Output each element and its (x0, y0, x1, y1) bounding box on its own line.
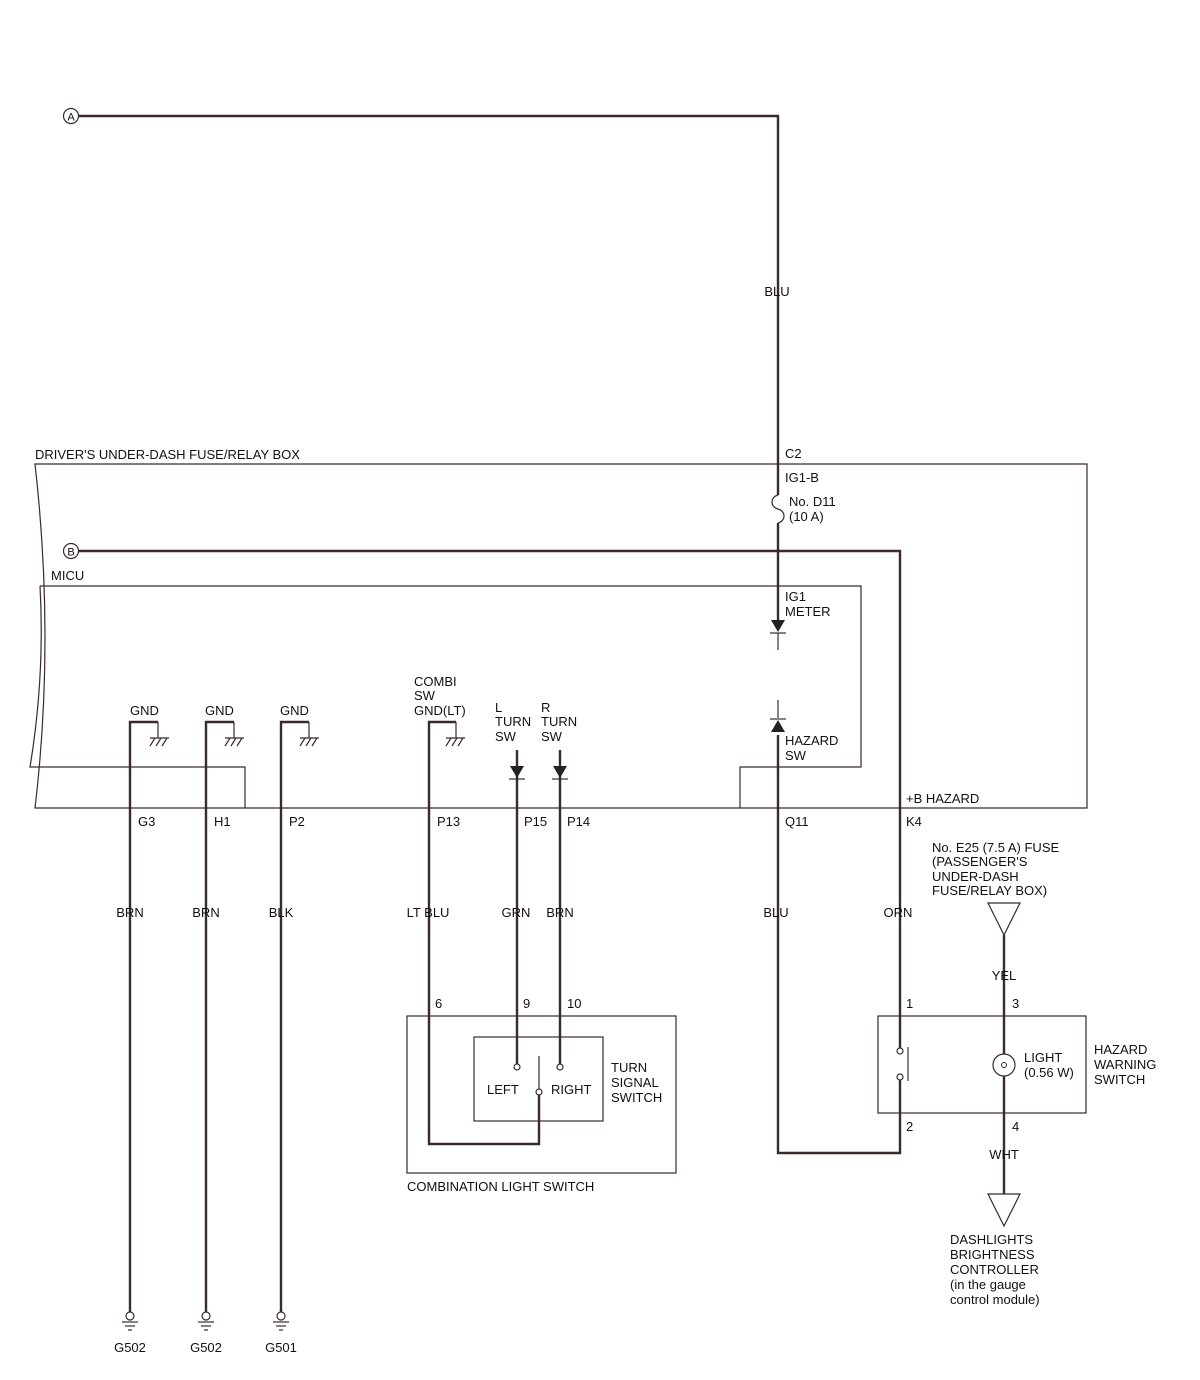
svg-text:B: B (67, 547, 74, 559)
hazard-warning-switch-box (877, 1015, 1087, 1114)
l-turn-label-3: SW (495, 729, 517, 744)
pin-hz1: 1 (906, 996, 913, 1011)
combination-switch-title: COMBINATION LIGHT SWITCH (407, 1179, 594, 1194)
pin-k4: K4 (906, 814, 922, 829)
diode-r-turn-icon (552, 766, 568, 780)
chassis-ground-icon (149, 722, 465, 747)
dashlights-label-2: BRIGHTNESS (950, 1247, 1035, 1262)
fuse-e25-label-3: UNDER-DASH (932, 869, 1019, 884)
hazard-switch-label-3: SWITCH (1094, 1072, 1145, 1087)
hazard-switch-label: HAZARD (1094, 1042, 1147, 1057)
fuse-d11-label: No. D11 (789, 494, 836, 509)
combi-gnd-label: COMBI (414, 674, 457, 689)
dashlights-label: DASHLIGHTS (950, 1232, 1033, 1247)
ig1-meter-label: IG1 (785, 589, 806, 604)
pin-q11: Q11 (785, 814, 809, 829)
blu-top-wire-label: BLU (764, 284, 789, 299)
r-turn-label-3: SW (541, 729, 563, 744)
pin-hz4: 4 (1012, 1119, 1019, 1134)
ground-wires (128, 720, 309, 1312)
l-turn-label-2: TURN (495, 714, 531, 729)
pin-sw10: 10 (567, 996, 581, 1011)
diode-ig1-meter-icon (770, 620, 786, 650)
wire-color-k4: ORN (884, 905, 913, 920)
wire-color-p13: LT BLU (407, 905, 450, 920)
hazard-switch-label-2: WARNING (1094, 1057, 1156, 1072)
hazard-contact-icon (896, 1047, 909, 1081)
fuse-box-title: DRIVER'S UNDER-DASH FUSE/RELAY BOX (35, 447, 300, 462)
pin-p13: P13 (437, 814, 460, 829)
connector-a-icon: A (62, 107, 80, 125)
turn-switch-label-2: SIGNAL (611, 1075, 659, 1090)
diode-l-turn-icon (509, 766, 525, 780)
dashlights-triangle-icon (987, 1193, 1021, 1228)
turn-switch-label-3: SWITCH (611, 1090, 662, 1105)
ground-g502-b: G502 (190, 1340, 222, 1355)
light-label: LIGHT (1024, 1050, 1062, 1065)
pin-p15: P15 (524, 814, 547, 829)
connector-b-icon: B (62, 542, 80, 560)
fuse-e25-label: No. E25 (7.5 A) FUSE (932, 840, 1059, 855)
b-hazard-wire (78, 549, 902, 1048)
fuse-relay-box-outline (34, 463, 1088, 809)
dashlights-label-3: CONTROLLER (950, 1262, 1039, 1277)
fuse-power-triangle-icon (987, 902, 1021, 937)
dashlights-label-4: (in the gauge (950, 1277, 1026, 1292)
r-turn-label-2: TURN (541, 714, 577, 729)
light-bulb-icon (992, 1053, 1016, 1077)
combi-gnd-label-2: SW (414, 688, 436, 703)
combi-gnd-wire (427, 720, 541, 1146)
turn-signal-contacts-icon (513, 1056, 564, 1096)
hazard-sw-label-2: SW (785, 748, 807, 763)
wire-color-p14: BRN (546, 905, 573, 920)
turn-switch-label: TURN (611, 1060, 647, 1075)
pin-p2: P2 (289, 814, 305, 829)
wire-color-q11: BLU (763, 905, 788, 920)
blu-ig1b-wire (78, 114, 780, 620)
light-rating-label: (0.56 W) (1024, 1065, 1074, 1080)
pin-sw9: 9 (523, 996, 530, 1011)
wire-color-wht: WHT (989, 1147, 1019, 1162)
ground-terminal-icon (122, 1311, 289, 1331)
gnd-label-1: GND (130, 703, 159, 718)
fuse-e25-label-2: (PASSENGER'S (932, 854, 1028, 869)
gnd-label-2: GND (205, 703, 234, 718)
pin-p14: P14 (567, 814, 590, 829)
b-hazard-label: +B HAZARD (906, 791, 979, 806)
pin-hz2: 2 (906, 1119, 913, 1134)
switch-left-label: LEFT (487, 1082, 519, 1097)
pin-h1: H1 (214, 814, 231, 829)
ground-g502-a: G502 (114, 1340, 146, 1355)
combi-gnd-label-3: GND(LT) (414, 703, 466, 718)
diode-hazard-sw-icon (770, 700, 786, 732)
switch-right-label: RIGHT (551, 1082, 592, 1097)
micu-outline (29, 585, 862, 808)
pin-sw6: 6 (435, 996, 442, 1011)
ig1b-label: IG1-B (785, 470, 819, 485)
pin-hz3: 3 (1012, 996, 1019, 1011)
wire-color-g3: BRN (116, 905, 143, 920)
wire-color-p15: GRN (502, 905, 531, 920)
svg-text:A: A (67, 112, 75, 124)
connector-c2-label: C2 (785, 446, 802, 461)
micu-title: MICU (51, 568, 84, 583)
fuse-d11-icon (771, 494, 785, 524)
r-turn-label: R (541, 700, 550, 715)
wire-color-p2: BLK (269, 905, 294, 920)
fuse-d11-rating: (10 A) (789, 509, 824, 524)
wire-color-yel: YEL (992, 968, 1017, 983)
dashlights-label-5: control module) (950, 1292, 1040, 1307)
combination-light-switch-box (406, 1015, 677, 1174)
fuse-e25-label-4: FUSE/RELAY BOX) (932, 883, 1047, 898)
wire-color-h1: BRN (192, 905, 219, 920)
ig1-meter-label-2: METER (785, 604, 831, 619)
gnd-label-3: GND (280, 703, 309, 718)
hazard-return-wire (776, 735, 902, 1155)
l-turn-label: L (495, 700, 502, 715)
ground-g501: G501 (265, 1340, 297, 1355)
pin-g3: G3 (138, 814, 155, 829)
hazard-sw-label: HAZARD (785, 733, 838, 748)
